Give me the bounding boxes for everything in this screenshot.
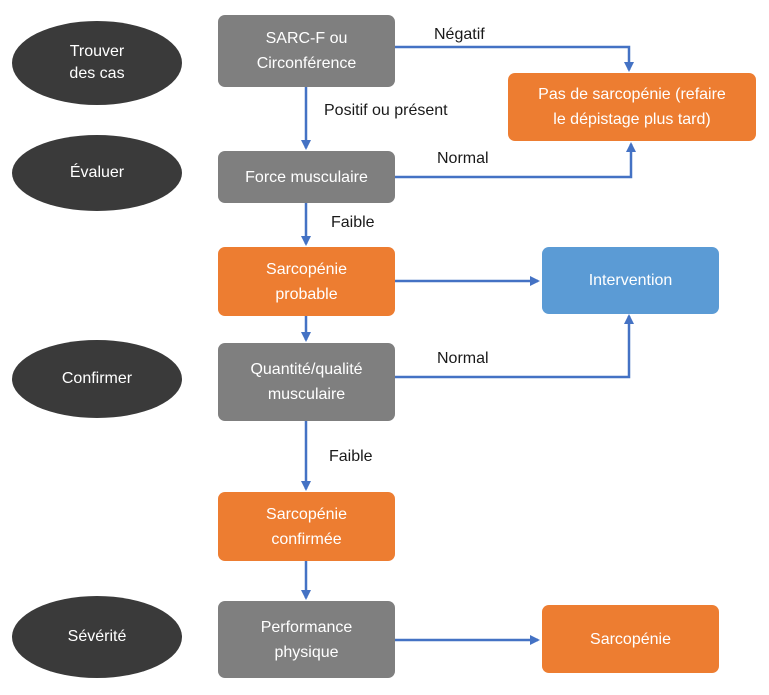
arrow-strength-normal [395, 142, 636, 179]
label-normal-strength: Normal [437, 150, 489, 167]
stage-severity: Sévérité [12, 596, 182, 678]
label-normal-quantity: Normal [437, 350, 489, 367]
box-confirmed-sarcopenia: Sarcopénie confirmée [218, 492, 395, 561]
box-physical-performance: Performance physique [218, 601, 395, 678]
box-sarcopenia: Sarcopénie [542, 605, 719, 673]
label-weak-quantity: Faible [329, 448, 373, 465]
stage-find-cases: Trouver des cas [12, 21, 182, 105]
label-positive-or-present: Positif ou présent [324, 102, 448, 119]
box-muscle-strength: Force musculaire [218, 151, 395, 203]
arrow-quantity-normal [395, 314, 634, 379]
label-negative: Négatif [434, 26, 485, 43]
box-probable-sarcopenia: Sarcopénie probable [218, 247, 395, 316]
stage-assess: Évaluer [12, 135, 182, 211]
box-sarcf-circumference: SARC-F ou Circonférence [218, 15, 395, 87]
box-no-sarcopenia: Pas de sarcopénie (refaire le dépistage … [508, 73, 756, 141]
arrow-sarcf-negative [395, 45, 634, 72]
stage-confirm: Confirmer [12, 340, 182, 418]
box-muscle-quantity-quality: Quantité/qualité musculaire [218, 343, 395, 421]
label-weak-strength: Faible [331, 214, 375, 231]
box-intervention: Intervention [542, 247, 719, 314]
